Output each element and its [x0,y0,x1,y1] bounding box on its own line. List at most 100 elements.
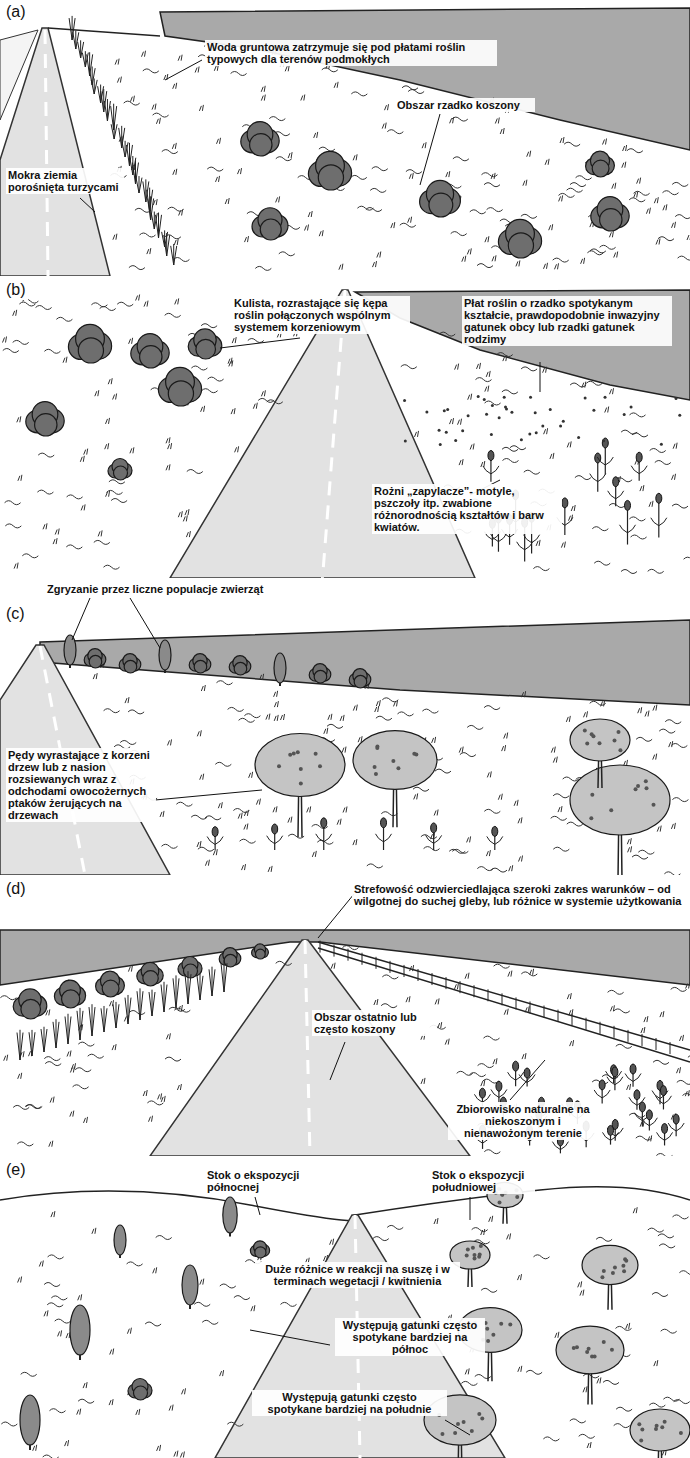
bush [26,402,64,436]
shape [0,645,170,875]
grass-marks [1,1207,690,1458]
panel-drawing [0,8,690,276]
bush [591,197,629,231]
sedge [209,967,215,996]
bush [188,329,222,359]
sedge [53,1019,59,1048]
leader-line [220,338,300,348]
callout-label: Płat roślin o rzadko spotykanym kształci… [462,296,672,346]
shape [160,8,690,150]
callout-label: Woda gruntowa zatrzymuje się pod płatami… [205,40,497,66]
sedge [17,1030,23,1060]
callout-label: Mokra ziemia porośnięta turzycami [6,168,124,194]
flowering-plant [207,827,223,850]
sedge [164,233,170,256]
sedge [148,196,154,220]
sedge [173,975,179,1008]
bush [54,980,85,1008]
sedge [69,16,75,40]
sedge [161,982,167,1012]
panel-drawing [0,1182,690,1458]
sedge [125,995,131,1024]
bush [84,649,106,668]
callout-label: Zgryzanie przez liczne populacje zwierzą… [45,582,335,596]
flowering-plant [426,823,442,850]
flowering-plant [376,818,392,850]
poplar-tree [64,635,76,668]
leader-line [510,1060,545,1100]
sedge [185,971,191,1004]
callout-label: Zbiorowisko naturalne na niekoszonym i n… [448,1102,598,1140]
panel-drawing [0,620,690,875]
callout-label: Występują gatunki często spotykane bardz… [335,1318,485,1356]
shape [170,290,475,578]
callout-label: Obszar ostatnio lub często koszony [312,1010,437,1036]
tree [582,1245,638,1309]
flowering-plant [267,824,283,850]
sedge [73,31,79,49]
sedge [41,1027,47,1052]
sedge [171,244,177,265]
flowering-plant [597,438,613,474]
poplar-tree [182,1265,198,1309]
bush [158,367,201,406]
poplar-tree [223,1197,237,1237]
bush [219,948,241,967]
sedge [104,99,110,121]
sedge [136,176,142,193]
flowering-plant [519,1068,535,1087]
sedge [101,1006,107,1032]
bush [119,654,141,673]
grass-marks [0,946,690,1156]
flowering-plant [606,1065,622,1083]
callout-label: Strefowość odzwierciedlająca szeroki zak… [352,882,684,908]
leader-line [130,598,160,648]
panel-drawing [3,290,690,578]
panel-drawing [0,930,690,1156]
bush [68,324,111,363]
tree [630,1409,690,1458]
flowering-plant [594,1080,610,1104]
bush [308,151,351,190]
leader-line [165,60,202,80]
sedge [119,126,125,148]
tree [570,765,670,875]
callout-label: Duże różnice w reakcji na suszę i w term… [255,1262,460,1288]
panel-letter: (d) [4,879,28,899]
sedge [133,160,139,184]
flowering-plant [657,1124,673,1146]
bush [309,664,331,683]
flowering-plant [620,500,636,544]
leader-line [255,1197,260,1215]
bush [137,962,163,986]
sedge [221,960,227,992]
bush [13,989,47,1019]
sedge [197,973,203,1000]
bush [252,208,288,240]
poplar-tree [70,1305,90,1360]
flowering-plant [608,477,624,506]
leader-line [470,1197,471,1220]
tree [255,734,345,838]
leader-line [445,1420,470,1435]
road-centre-line [305,940,310,1156]
grass-marks [93,662,688,875]
bush [250,1241,269,1258]
sedge [126,143,132,166]
leader-line [250,1330,330,1345]
bush [131,334,169,368]
leader-line [72,598,90,640]
shape [215,1215,505,1458]
flowering-plant [655,1086,671,1110]
leader-line [330,1042,345,1080]
sedge [149,990,155,1016]
callout-label: Obszar rzadko koszony [395,98,535,112]
sedge [156,213,162,238]
flowering-plant [625,1064,641,1087]
bush [96,971,125,997]
flowering-plant [491,1081,507,1102]
callout-label: Stok o ekspozycji południowej [430,1168,535,1194]
callout-label: Występują gatunki często spotykane bardz… [252,1390,447,1416]
leader-line [155,790,262,800]
